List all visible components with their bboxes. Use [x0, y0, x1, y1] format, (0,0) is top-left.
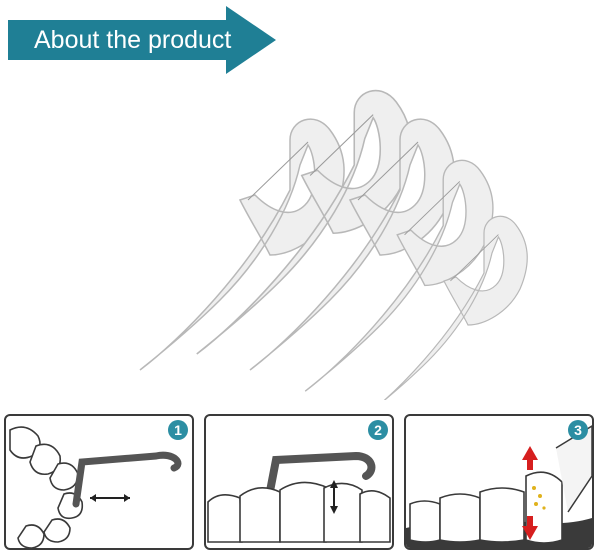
- about-banner: About the product: [8, 6, 276, 74]
- step-number-badge: 3: [568, 420, 588, 440]
- step-panel-1: 1: [4, 414, 194, 550]
- floss-picks-illustration: [139, 89, 528, 400]
- banner-arrow-shape: [8, 6, 276, 74]
- floss-pick-1: [139, 118, 345, 371]
- floss-pick-molars-icon: [207, 451, 391, 543]
- step-number-badge: 2: [368, 420, 388, 440]
- step-panel-3: 3: [404, 414, 594, 550]
- step-number-badge: 1: [168, 420, 188, 440]
- banner-title: About the product: [34, 26, 232, 54]
- floss-pick-up-down-icon: [406, 425, 592, 548]
- floss-pick-between-teeth-icon: [9, 426, 182, 548]
- step-panel-2: 2: [204, 414, 394, 550]
